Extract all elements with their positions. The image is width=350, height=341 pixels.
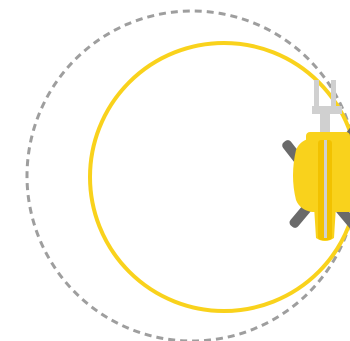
tractor-body <box>293 132 350 241</box>
